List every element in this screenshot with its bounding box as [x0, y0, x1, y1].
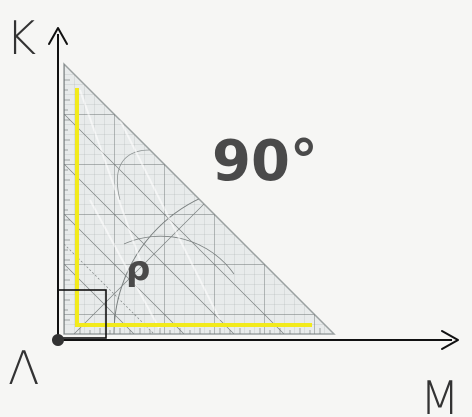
- vertex-point: [52, 334, 64, 346]
- vertical-axis-arrowhead: [48, 27, 68, 45]
- vertex-label: Λ: [8, 341, 39, 395]
- horizontal-axis-label: M: [420, 371, 460, 417]
- highlight-edges: [75, 88, 312, 327]
- horizontal-axis-arrowhead: [441, 330, 459, 350]
- bottom-edge-ticks: [79, 328, 321, 334]
- vertical-axis-label: K: [6, 11, 36, 65]
- yellow-right-angle-highlight: [75, 88, 312, 327]
- rho-symbol-label: ρ: [126, 249, 150, 289]
- axes: [48, 27, 459, 350]
- angle-value-label: 90°: [212, 129, 318, 194]
- set-square-grid: [64, 64, 334, 334]
- set-square: [63, 62, 336, 335]
